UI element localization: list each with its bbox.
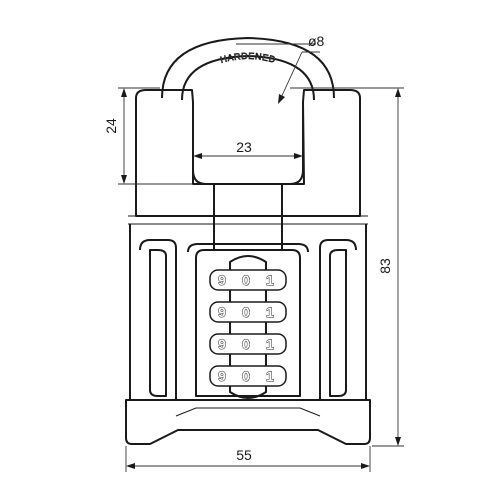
dial-digit: 0 [242,336,250,352]
shackle-clearance-label: 24 [103,118,119,134]
dial-digit: 1 [266,272,274,288]
shackle-diameter-label: ø8 [308,33,325,49]
dial-digit: 0 [242,368,250,384]
upper-body [128,89,368,250]
dial-digit: 9 [218,304,226,320]
total-height-label: 83 [377,258,393,274]
dimension-lines [118,43,404,472]
shackle-marking: HARDENED [219,51,277,65]
shackle: HARDENED [161,37,335,185]
dial-wheel [209,365,287,387]
dial-digit: 9 [218,368,226,384]
dial-wheel [209,333,287,355]
dial-digit: 1 [266,304,274,320]
dial-digit: 1 [266,336,274,352]
dial-digit: 0 [242,272,250,288]
inner-width-label: 23 [236,139,252,155]
dial-digit: 9 [218,272,226,288]
dial-wheel [209,269,287,291]
dial-wheel [209,301,287,323]
dial-digit: 9 [218,336,226,352]
dial-window [187,243,309,399]
base-foot [125,399,371,445]
dial-digit: 1 [266,368,274,384]
dial-digit: 0 [242,304,250,320]
body-width-label: 55 [236,447,252,463]
